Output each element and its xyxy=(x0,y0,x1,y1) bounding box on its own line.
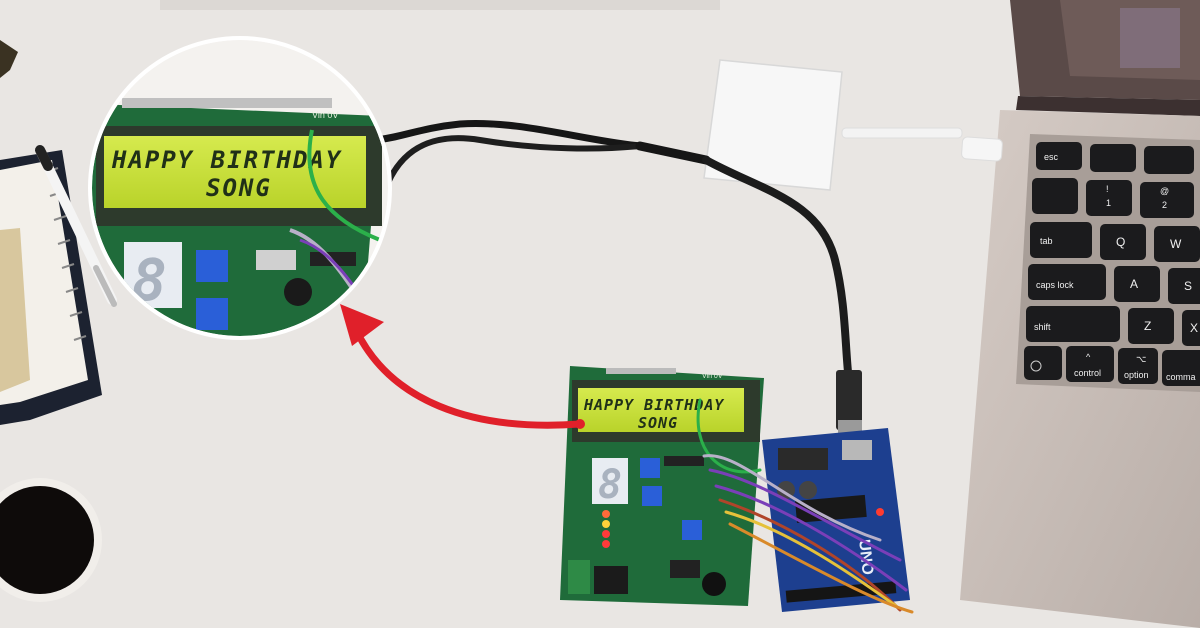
top-object-edge xyxy=(160,0,720,10)
coffee-cup xyxy=(0,478,102,602)
jumper-wires xyxy=(696,398,914,614)
lcd-line-2: SONG xyxy=(638,414,678,432)
board-silkscreen: Vin 0V xyxy=(702,373,723,380)
key-esc: esc xyxy=(1044,152,1059,162)
key-option: option xyxy=(1124,370,1149,380)
key-tab: tab xyxy=(1040,236,1053,246)
key-a: A xyxy=(1130,277,1138,291)
key-caps: caps lock xyxy=(1036,280,1074,290)
arduino-label: UNO xyxy=(855,539,876,576)
zoom-lcd-line-2: SONG xyxy=(206,174,272,202)
usb-adapter xyxy=(703,59,1003,191)
key-exclaim: ! xyxy=(1106,184,1109,194)
laptop: esc ! 1 @ 2 tab Q W caps lock A S shift … xyxy=(960,0,1200,628)
key-z: Z xyxy=(1144,319,1151,333)
pen xyxy=(35,145,117,307)
zoom-board-silkscreen: Vin 0V xyxy=(312,110,338,120)
lcd-screen xyxy=(578,388,744,432)
red-arrow xyxy=(340,304,585,429)
key-ctrl-symbol: ^ xyxy=(1086,352,1091,362)
zoom-lcd-line-1: HAPPY BIRTHDAY xyxy=(111,146,342,174)
trainer-board: Vin 0V HAPPY BIRTHDAY SONG 8 xyxy=(560,366,764,606)
keyboard-keys xyxy=(1024,142,1200,386)
key-at: @ xyxy=(1160,186,1169,196)
key-1: 1 xyxy=(1106,198,1111,208)
ornament xyxy=(0,40,18,78)
key-2: 2 xyxy=(1162,200,1167,210)
key-command: comma xyxy=(1166,372,1196,382)
key-s: S xyxy=(1184,279,1192,293)
key-control: control xyxy=(1074,368,1101,378)
globe-icon xyxy=(1030,360,1042,372)
key-shift: shift xyxy=(1034,322,1051,332)
key-q: Q xyxy=(1116,235,1125,249)
lcd-line-1: HAPPY BIRTHDAY xyxy=(583,396,724,414)
zoom-callout: Vin 0V HAPPY BIRTHDAY SONG 8 xyxy=(88,36,392,340)
arduino-uno: UNO xyxy=(762,428,910,612)
key-x: X xyxy=(1190,321,1198,335)
notebook-stack xyxy=(0,150,102,425)
key-opt-symbol: ⌥ xyxy=(1136,354,1146,364)
key-w: W xyxy=(1170,237,1182,251)
seven-segment-digit: 8 xyxy=(598,462,622,508)
